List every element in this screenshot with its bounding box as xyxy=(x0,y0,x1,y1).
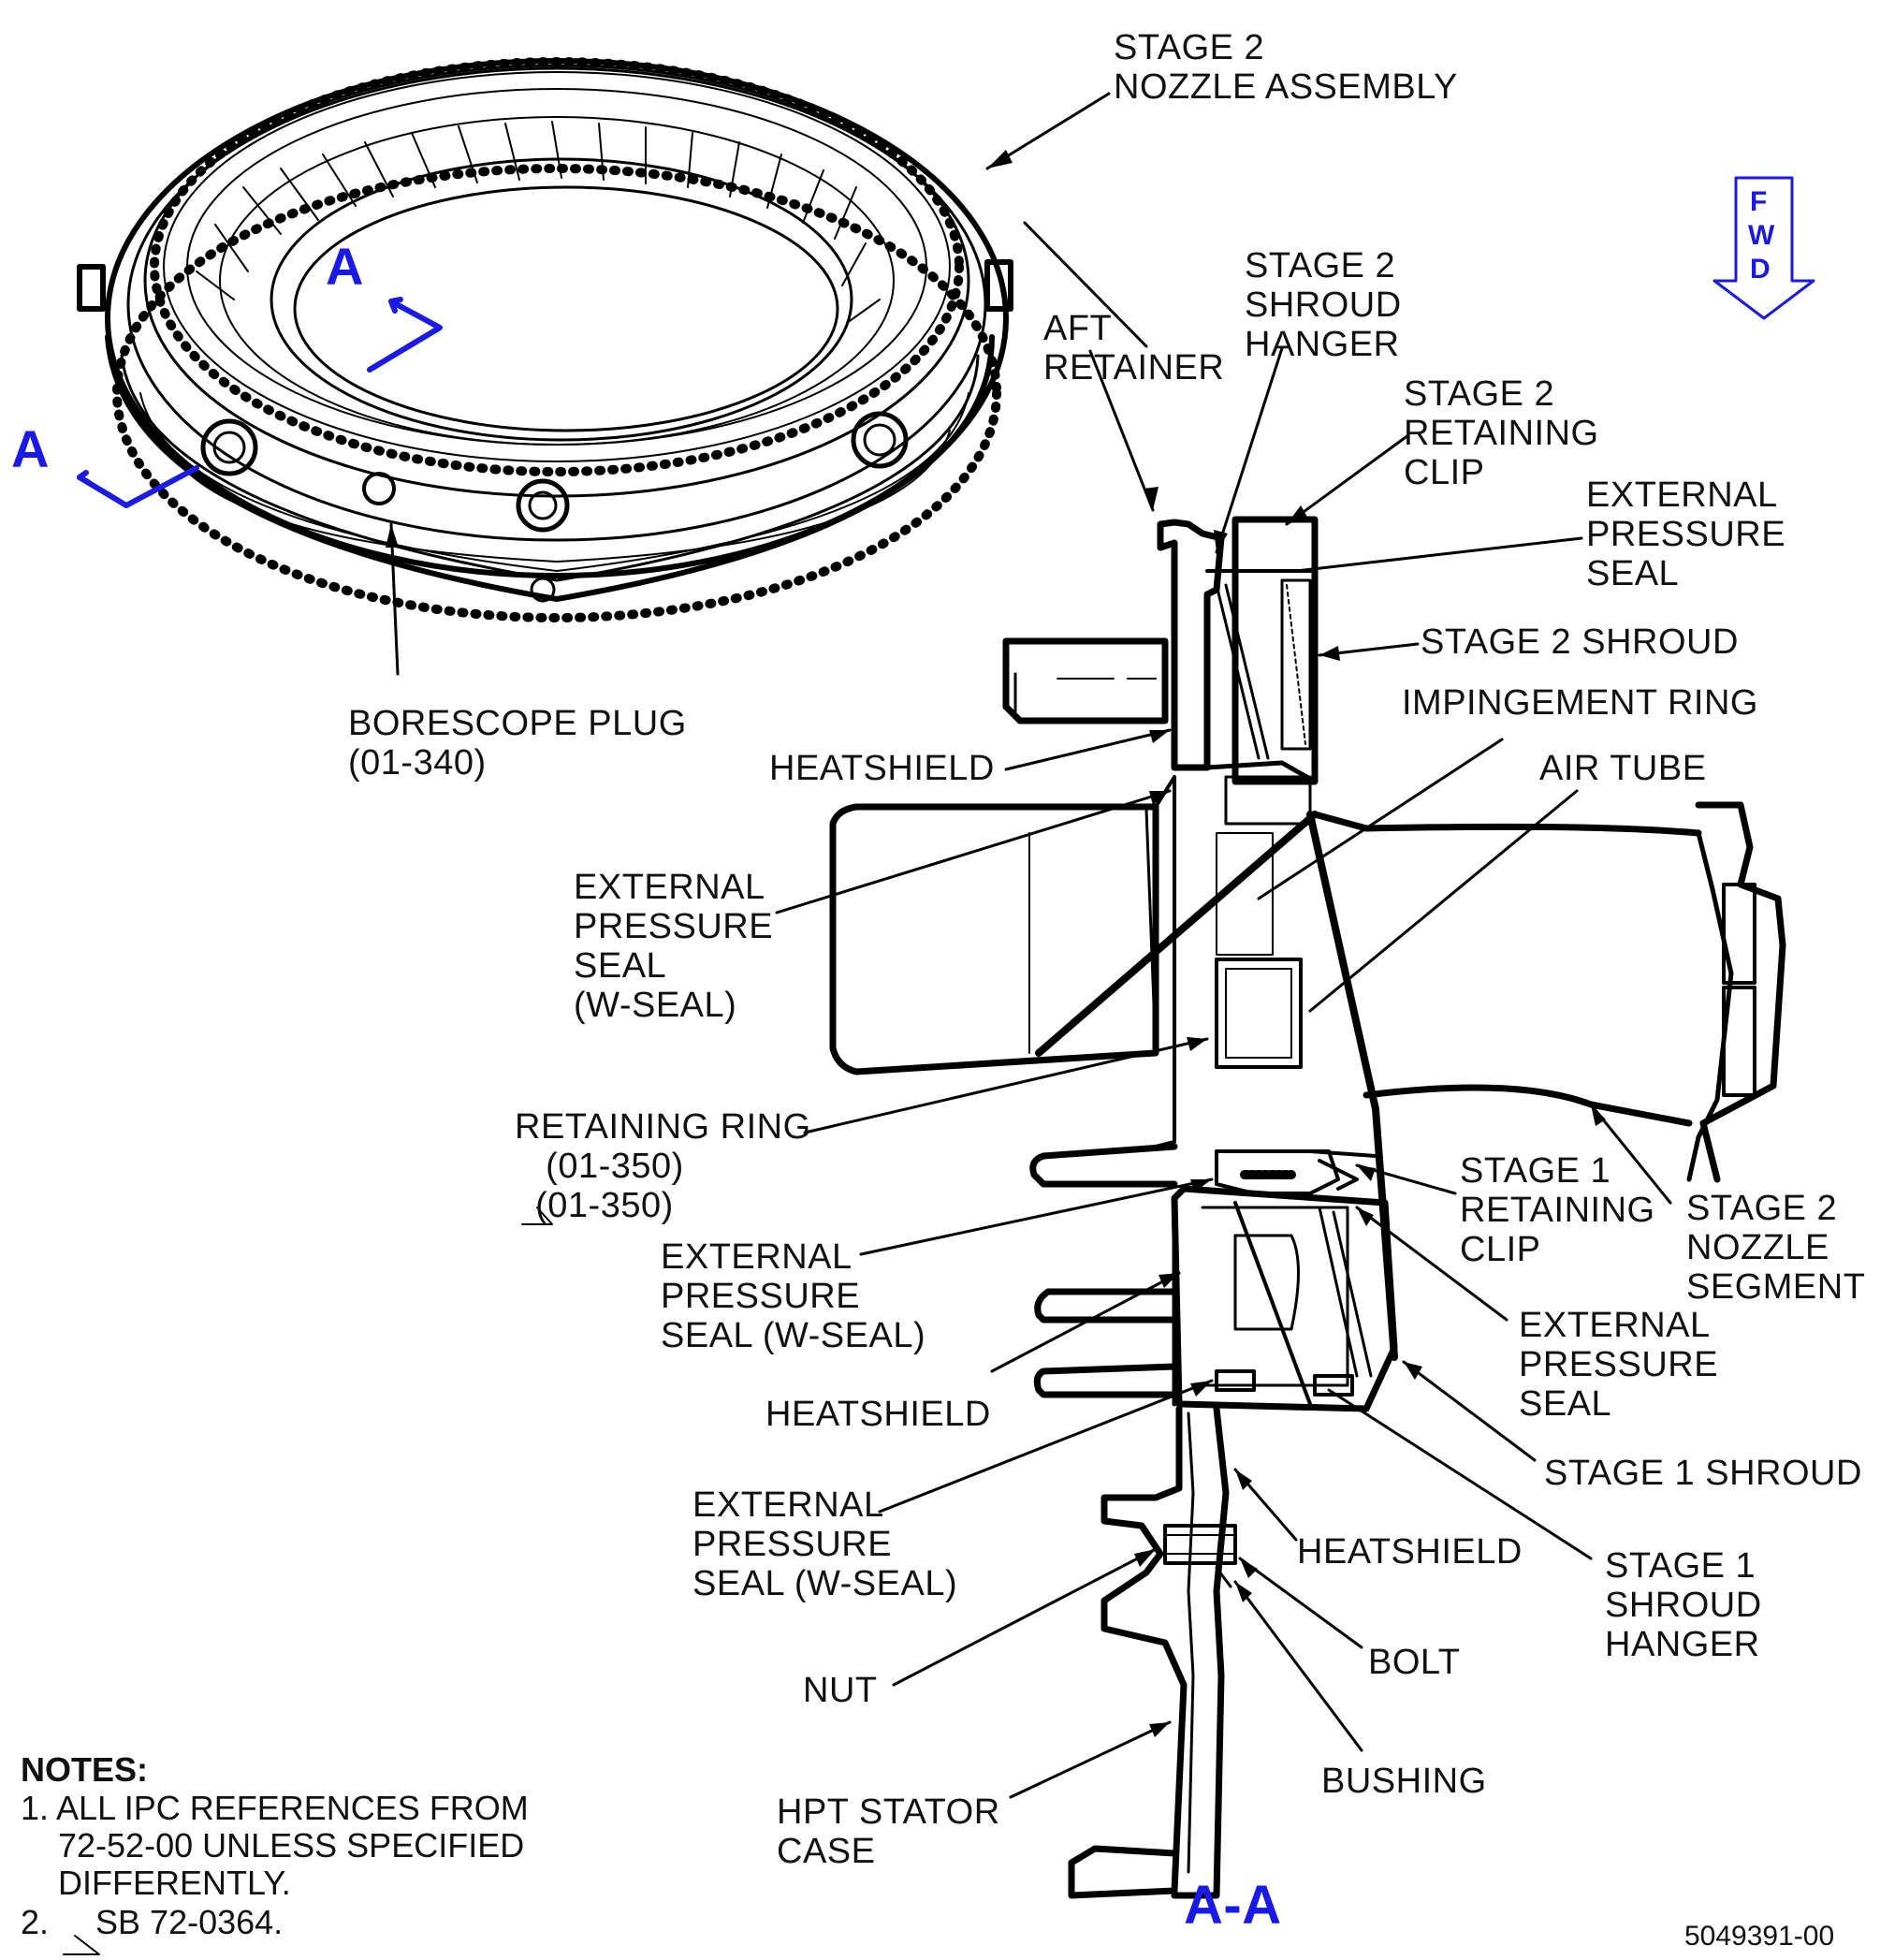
label-heatshield-middle: HEATSHIELD xyxy=(765,1395,991,1434)
note-item-2: 2. SB 72-0364. xyxy=(21,1903,284,1941)
fwd-letter-w: W xyxy=(1748,220,1775,251)
label-heatshield-upper: HEATSHIELD xyxy=(769,749,995,788)
label-bushing: BUSHING xyxy=(1321,1762,1487,1801)
label-stage2-nozzle-assembly: STAGE 2 NOZZLE ASSEMBLY xyxy=(1114,28,1458,107)
section-view-title: A-A xyxy=(1184,1875,1282,1936)
label-impingement-ring: IMPINGEMENT RING xyxy=(1402,683,1758,723)
label-stage2-nozzle-segment: STAGE 2 NOZZLE SEGMENT xyxy=(1686,1189,1866,1307)
section-marker-a-top: A xyxy=(326,237,364,296)
label-external-pressure-seal-right: EXTERNAL PRESSURE SEAL xyxy=(1519,1306,1719,1424)
label-stage2-shroud-hanger: STAGE 2 SHROUD HANGER xyxy=(1245,246,1402,364)
label-stage2-retaining-clip: STAGE 2 RETAINING CLIP xyxy=(1404,374,1599,492)
label-external-pressure-seal-top: EXTERNAL PRESSURE SEAL xyxy=(1586,475,1786,593)
label-air-tube: AIR TUBE xyxy=(1539,749,1707,788)
label-external-pressure-seal-wseal-3: EXTERNAL PRESSURE SEAL (W-SEAL) xyxy=(692,1485,958,1603)
fwd-letter-f: F xyxy=(1750,186,1768,217)
label-heatshield-lower: HEATSHIELD xyxy=(1297,1532,1523,1572)
label-nut: NUT xyxy=(803,1671,878,1710)
notes-title: NOTES: xyxy=(21,1750,149,1789)
leader-lines-main xyxy=(389,346,1672,1799)
label-stage1-retaining-clip: STAGE 1 RETAINING CLIP xyxy=(1460,1151,1655,1269)
section-a-a-drawing xyxy=(829,516,1786,1899)
sb-flag-markers xyxy=(63,1207,553,1955)
fwd-letter-d: D xyxy=(1750,254,1771,285)
section-cut-line xyxy=(77,297,443,508)
label-external-pressure-seal-wseal-1: EXTERNAL PRESSURE SEAL (W-SEAL) xyxy=(574,868,774,1025)
note-item-1: 1. ALL IPC REFERENCES FROM 72-52-00 UNLE… xyxy=(21,1789,529,1902)
label-stage1-shroud: STAGE 1 SHROUD xyxy=(1544,1454,1862,1493)
label-bolt: BOLT xyxy=(1368,1643,1461,1682)
fwd-arrow xyxy=(1712,176,1815,320)
label-hpt-stator-case: HPT STATOR CASE xyxy=(777,1792,1000,1871)
label-external-pressure-seal-wseal-2: EXTERNAL PRESSURE SEAL (W-SEAL) xyxy=(661,1237,926,1355)
label-stage2-shroud: STAGE 2 SHROUD xyxy=(1421,622,1739,662)
label-stage1-shroud-hanger: STAGE 1 SHROUD HANGER xyxy=(1605,1546,1762,1664)
label-retaining-ring: RETAINING RING (01-350) (01-350) xyxy=(515,1107,811,1225)
leader-arrowheads xyxy=(386,150,1606,1737)
figure-number: 5049391-00 xyxy=(1684,1921,1835,1952)
label-aft-retainer: AFT RETAINER xyxy=(1043,309,1225,388)
section-marker-a-left: A xyxy=(11,419,50,478)
label-borescope-plug: BORESCOPE PLUG (01-340) xyxy=(348,704,687,783)
nozzle-assembly-drawing xyxy=(77,57,1013,622)
